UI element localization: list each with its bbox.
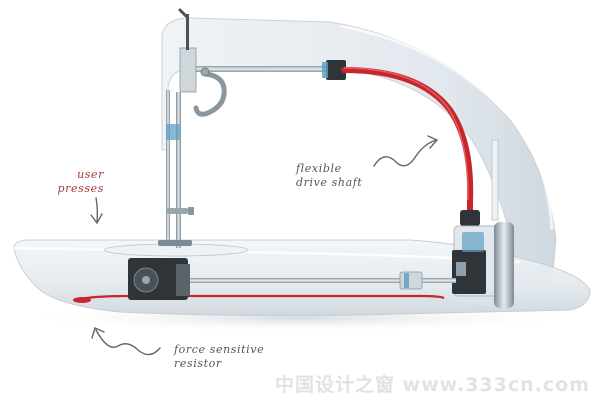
needle-bar bbox=[176, 92, 181, 248]
bobbin-hub bbox=[142, 276, 150, 284]
needle-collar bbox=[166, 124, 180, 140]
needle-clamp bbox=[166, 208, 188, 214]
take-up-lever bbox=[193, 71, 227, 117]
upper-coupling-ring bbox=[322, 62, 328, 78]
motor-top-cap bbox=[460, 210, 480, 226]
annotation-line: user bbox=[77, 168, 104, 181]
arrow-down-icon bbox=[90, 197, 103, 225]
annotation-line: drive shaft bbox=[296, 176, 363, 189]
presser-bar bbox=[166, 90, 170, 240]
annotation-line: force sensitive bbox=[174, 343, 265, 356]
annotation-line: presses bbox=[57, 182, 104, 195]
annotation-user-presses: user presses bbox=[48, 168, 104, 196]
needle-clamp-screw bbox=[188, 207, 194, 215]
annotation-line: resistor bbox=[174, 357, 222, 370]
arch-highlight bbox=[339, 24, 554, 231]
bobbin-bracket bbox=[176, 264, 190, 296]
flexible-drive-shaft-highlight bbox=[343, 67, 469, 201]
annotation-line: flexible bbox=[296, 162, 342, 175]
motor-gearbox bbox=[452, 250, 486, 294]
curly-arrow-icon bbox=[373, 135, 439, 167]
needle-bar-handle bbox=[178, 8, 188, 18]
rear-post bbox=[491, 139, 499, 221]
motor-gear-blue bbox=[462, 232, 484, 252]
upper-shaft bbox=[192, 66, 342, 72]
lower-coupling-ring bbox=[404, 273, 409, 288]
take-up-pivot bbox=[200, 67, 210, 77]
needle-bar-housing bbox=[179, 47, 197, 93]
force-sensor-pad bbox=[73, 297, 91, 303]
motor-gear-light bbox=[456, 262, 466, 276]
upper-coupling bbox=[326, 60, 346, 80]
needle-bar-top bbox=[186, 14, 189, 50]
lower-shaft bbox=[186, 278, 456, 283]
presser-foot bbox=[158, 240, 192, 246]
annotation-flexible-drive-shaft: flexible drive shaft bbox=[296, 162, 362, 190]
annotation-force-sensitive-resistor: force sensitive resistor bbox=[174, 343, 264, 371]
motor-can bbox=[494, 222, 514, 308]
curly-arrow-icon bbox=[91, 327, 161, 356]
watermark: 中国设计之窗 www.333cn.com bbox=[274, 374, 590, 396]
lower-coupling bbox=[399, 271, 423, 290]
